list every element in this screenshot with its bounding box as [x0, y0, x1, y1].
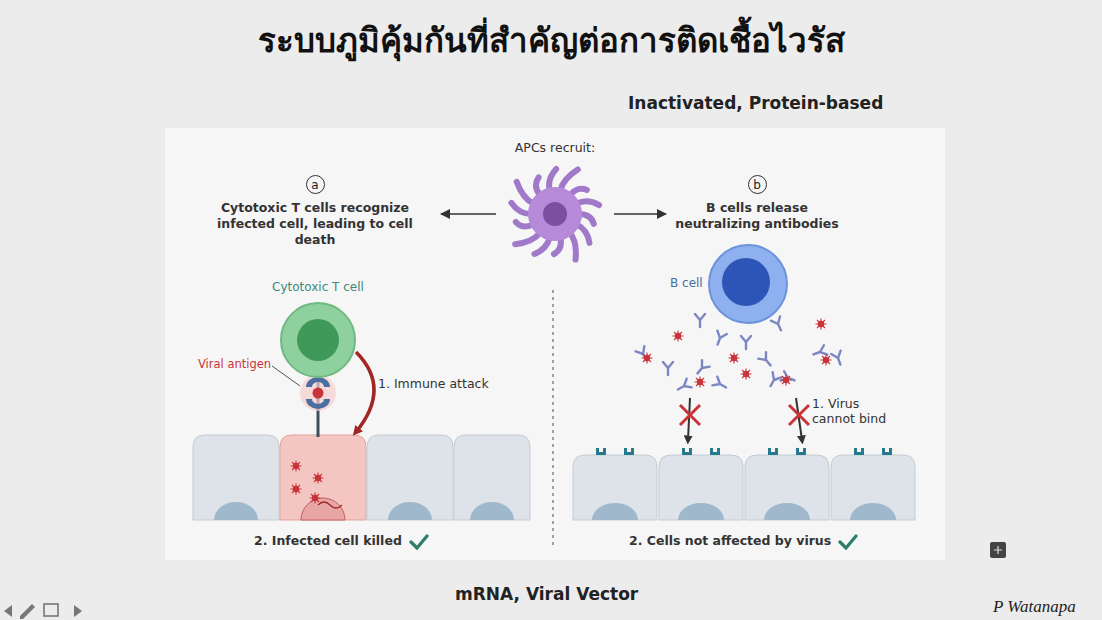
- divider: [552, 290, 553, 548]
- recruit-arrow: [614, 213, 666, 215]
- panel-letter: a: [306, 175, 325, 194]
- node-label: APCs recruit:: [500, 140, 610, 155]
- step-label: 2. Cells not affected by virus: [629, 533, 831, 548]
- slide-title: ระบบภูมิคุ้มกันที่สำคัญต่อการติดเชื้อไวร…: [0, 14, 1102, 67]
- check-mark: [409, 534, 429, 550]
- panel-description: Cytotoxic T cells recognize infected cel…: [195, 200, 435, 248]
- b-cell-body: [706, 242, 790, 326]
- apc-cell: APCs recruit:: [500, 136, 610, 266]
- virus-particles: [642, 319, 832, 388]
- letter-row: b: [672, 174, 842, 194]
- step-label: 1. Immune attack: [378, 376, 489, 391]
- panel-heading: aCytotoxic T cells recognize infected ce…: [195, 174, 435, 248]
- check-mark: [838, 534, 858, 550]
- epithelium-left: [193, 435, 530, 520]
- epithelium-right: [573, 455, 915, 520]
- step-label: 1. Virus cannot bind: [812, 396, 904, 426]
- step-label: 2. Infected cell killed: [254, 533, 402, 548]
- callout-label: Viral antigen: [198, 357, 271, 371]
- attack-arrow: [356, 352, 374, 432]
- panel-description: B cells release neutralizing antibodies: [672, 200, 842, 232]
- vaccine-type-label: Inactivated, Protein-based: [628, 93, 883, 113]
- cell-label: B cell: [670, 276, 703, 290]
- antibodies: [636, 314, 845, 394]
- receptors: [596, 448, 892, 455]
- dendritic-cell: [500, 164, 610, 264]
- author-watermark: P Watanapa: [993, 597, 1076, 617]
- recruit-arrow: [441, 213, 496, 215]
- b-cell: B cell: [670, 240, 790, 330]
- panel-letter: b: [748, 175, 767, 194]
- panel-heading: b B cells release neutralizing antibodies: [672, 174, 842, 238]
- blocked-arrows: [680, 398, 809, 440]
- t-cell-body: [250, 300, 386, 384]
- figure-ground: [165, 128, 945, 560]
- slide-controls: [4, 542, 1006, 619]
- cell-label: Cytotoxic T cell: [250, 280, 386, 294]
- letter-row: a: [195, 174, 435, 194]
- vaccine-type-label: mRNA, Viral Vector: [455, 584, 638, 604]
